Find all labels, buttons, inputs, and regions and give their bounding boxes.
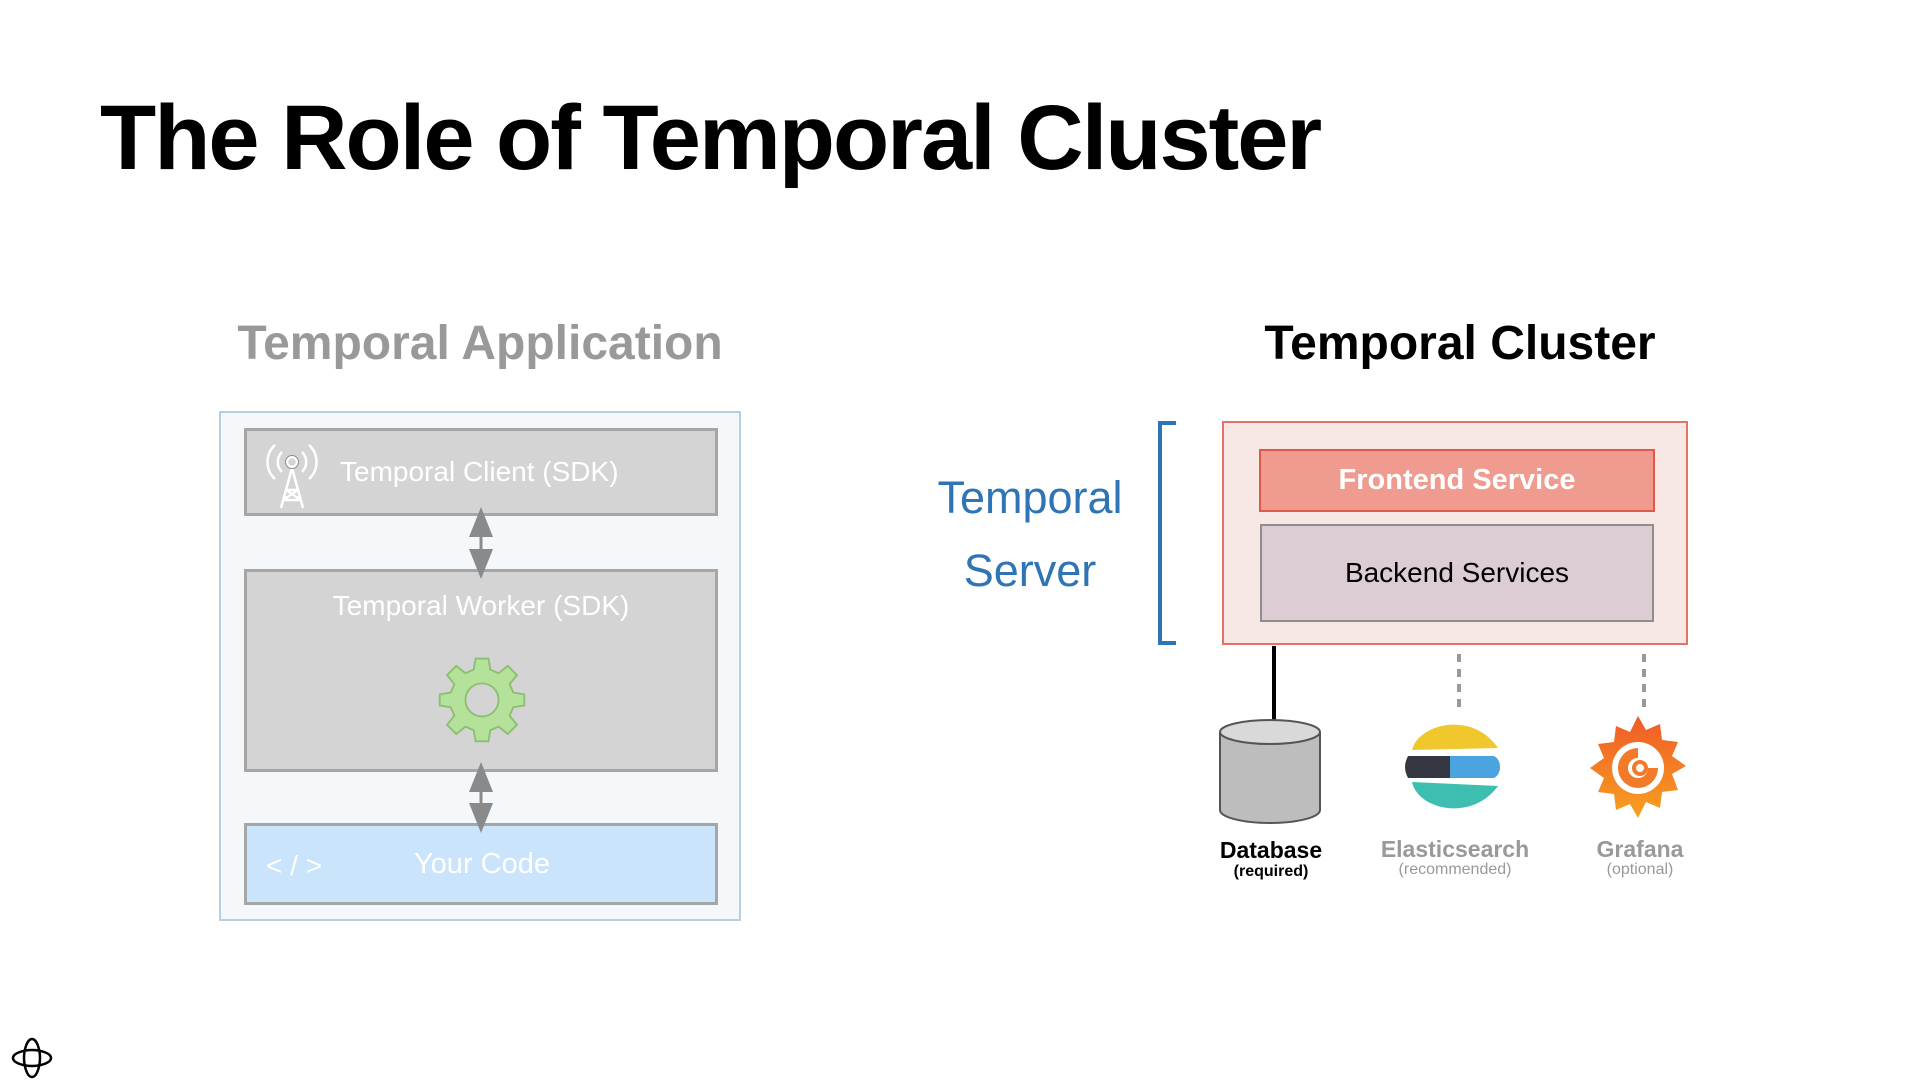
database-icon xyxy=(1219,719,1321,824)
database-note: (required) xyxy=(1233,863,1309,880)
backend-services-box: Backend Services xyxy=(1260,524,1654,622)
antenna-icon xyxy=(266,444,318,509)
application-heading: Temporal Application xyxy=(237,317,723,370)
backend-services-label: Backend Services xyxy=(1344,557,1570,588)
gear-icon xyxy=(438,657,526,743)
temporal-server-label-line1: Temporal xyxy=(937,472,1123,523)
elasticsearch-logo-icon xyxy=(1405,724,1500,809)
cluster-heading: Temporal Cluster xyxy=(1264,317,1656,370)
slide-title: The Role of Temporal Cluster xyxy=(100,87,1322,189)
database-label: Database xyxy=(1219,837,1323,863)
grafana-logo-icon xyxy=(1590,716,1686,818)
code-icon: < / > xyxy=(266,850,323,881)
temporal-worker-label: Temporal Worker (SDK) xyxy=(332,590,630,621)
elasticsearch-note: (recommended) xyxy=(1398,861,1512,878)
temporal-server-label-line2: Server xyxy=(963,545,1097,596)
grafana-label: Grafana xyxy=(1596,836,1684,862)
temporal-client-label: Temporal Client (SDK) xyxy=(340,456,619,487)
temporal-client-box xyxy=(244,428,718,516)
server-bracket xyxy=(1158,421,1176,645)
frontend-service-label: Frontend Service xyxy=(1338,464,1576,496)
elasticsearch-label: Elasticsearch xyxy=(1380,836,1530,862)
your-code-label: Your Code xyxy=(414,848,550,880)
frontend-service-box: Frontend Service xyxy=(1259,449,1655,512)
temporal-logo-icon xyxy=(11,1037,53,1079)
grafana-note: (optional) xyxy=(1606,861,1674,878)
